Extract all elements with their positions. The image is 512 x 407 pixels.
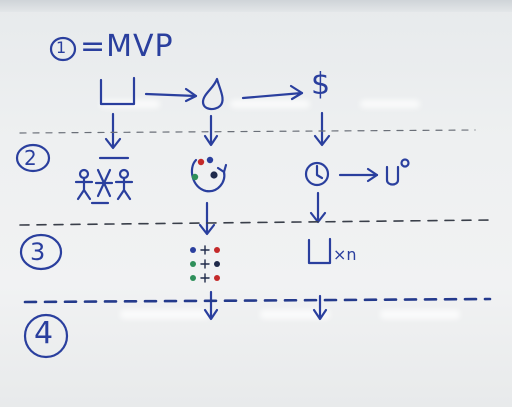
arrow-right-2 xyxy=(241,91,304,100)
glare xyxy=(260,310,330,319)
step-1-number: 1 xyxy=(56,38,67,57)
dot-grid xyxy=(190,247,220,281)
step-4-number: 4 xyxy=(34,316,54,351)
arrow-right-1 xyxy=(144,92,198,98)
step-2-circle xyxy=(15,143,51,173)
step-1-circle xyxy=(49,36,77,62)
user-cup-icon xyxy=(385,165,400,186)
step-4-circle xyxy=(23,313,69,359)
separator-2 xyxy=(19,219,491,226)
step-2-number: 2 xyxy=(24,146,37,170)
separator-3 xyxy=(23,297,492,304)
cycle-arrow xyxy=(190,158,226,193)
multiplier-label: ×n xyxy=(333,245,357,264)
step-3-circle xyxy=(19,233,63,271)
bucket-icon-row3 xyxy=(307,237,332,265)
people-icon xyxy=(74,168,134,205)
glare xyxy=(380,310,460,319)
colored-dots-cluster xyxy=(191,156,218,181)
glare xyxy=(360,100,420,108)
glare xyxy=(120,310,210,319)
step-1-title: =MVP xyxy=(80,29,174,64)
step-3-number: 3 xyxy=(30,238,46,266)
glare xyxy=(230,100,310,108)
clock-icon xyxy=(304,161,330,187)
separator-1 xyxy=(19,129,476,134)
bucket-icon xyxy=(99,76,136,106)
drop-icon xyxy=(201,77,224,111)
dollar-sign: $ xyxy=(311,67,331,102)
whiteboard-frame xyxy=(0,0,512,12)
